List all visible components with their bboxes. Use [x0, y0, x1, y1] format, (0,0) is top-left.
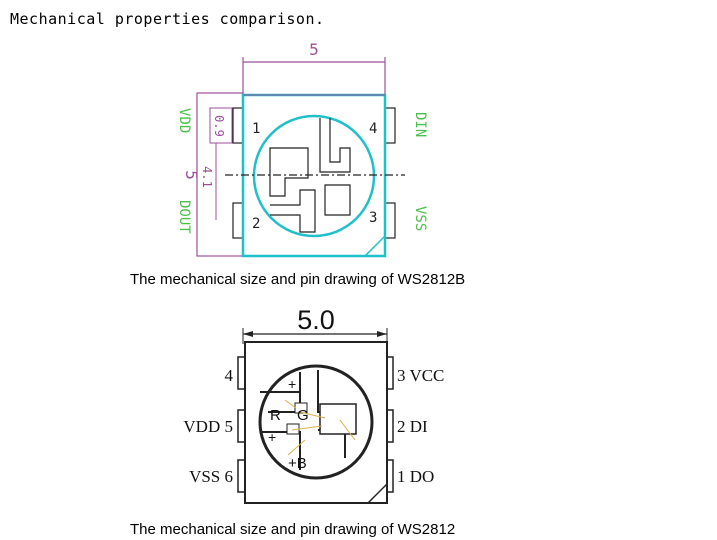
- ws2812b-pitch-dim-label: 4.1: [200, 166, 214, 188]
- ws2812-body: [244, 341, 388, 504]
- ws2812-dim-arrow-right: [377, 331, 387, 337]
- ws2812-pin-label-4: 4: [225, 366, 234, 385]
- ws2812-pin-label-do: 1 DO: [397, 467, 434, 486]
- ws2812-led-g: [294, 402, 308, 414]
- ws2812b-drawing: 5 5 4.1 0.9 1 2 3 4 VDD DOUT: [176, 40, 428, 258]
- ws2812b-pad-dim-box: [209, 107, 233, 144]
- ws2812b-corner-mark: [364, 235, 386, 257]
- ws2812-drawing: 5.0 R G +B +: [183, 305, 444, 504]
- ws2812b-pad-1: [232, 107, 244, 144]
- ws2812-top-dim-label: 5.0: [297, 305, 335, 335]
- ws2812-pin-label-vcc: 3 VCC: [397, 366, 444, 385]
- ws2812b-pad-3: [384, 202, 396, 239]
- ws2812b-lead-frame: [269, 118, 351, 233]
- ws2812b-pad-2: [232, 202, 244, 239]
- ws2812-dim-arrow-left: [243, 331, 253, 337]
- ws2812b-side-dim-label: 5: [182, 170, 201, 180]
- ws2812b-pad-dim-label: 0.9: [212, 115, 226, 137]
- ws2812-led-label-b: +B: [288, 455, 307, 472]
- ws2812b-pin-number-2: 2: [252, 216, 260, 232]
- ws2812b-pin-label-vss: VSS: [412, 206, 428, 231]
- ws2812-plus-mark-left: +: [268, 429, 276, 445]
- ws2812-ic-die: [319, 403, 357, 435]
- ws2812b-pin-number-3: 3: [369, 210, 377, 226]
- ws2812-pin-label-vdd: VDD 5: [183, 417, 233, 436]
- ws2812-caption: The mechanical size and pin drawing of W…: [130, 521, 456, 538]
- ws2812b-pin-label-din: DIN: [412, 112, 428, 137]
- ws2812b-pin-label-dout: DOUT: [176, 200, 192, 234]
- ws2812b-caption: The mechanical size and pin drawing of W…: [130, 271, 466, 288]
- ws2812b-pin-number-1: 1: [252, 121, 260, 137]
- ws2812-led-label-r: R: [270, 407, 281, 424]
- ws2812b-pin-label-vdd: VDD: [176, 108, 192, 133]
- ws2812-lens: [258, 364, 374, 480]
- ws2812-bond-wires: [284, 399, 356, 456]
- ws2812b-pad-4: [384, 107, 396, 144]
- ws2812-corner-mark: [367, 483, 388, 504]
- ws2812-plus-mark-top: +: [288, 376, 296, 392]
- ws2812-led-label-g: G: [297, 407, 309, 424]
- ws2812-pin-label-vss: VSS 6: [189, 467, 233, 486]
- ws2812b-lens: [252, 114, 376, 238]
- ws2812b-pin-number-4: 4: [369, 121, 377, 137]
- ws2812b-top-dim-label: 5: [309, 40, 319, 59]
- ws2812-pin-label-di: 2 DI: [397, 417, 428, 436]
- page-title: Mechanical properties comparison.: [10, 10, 325, 28]
